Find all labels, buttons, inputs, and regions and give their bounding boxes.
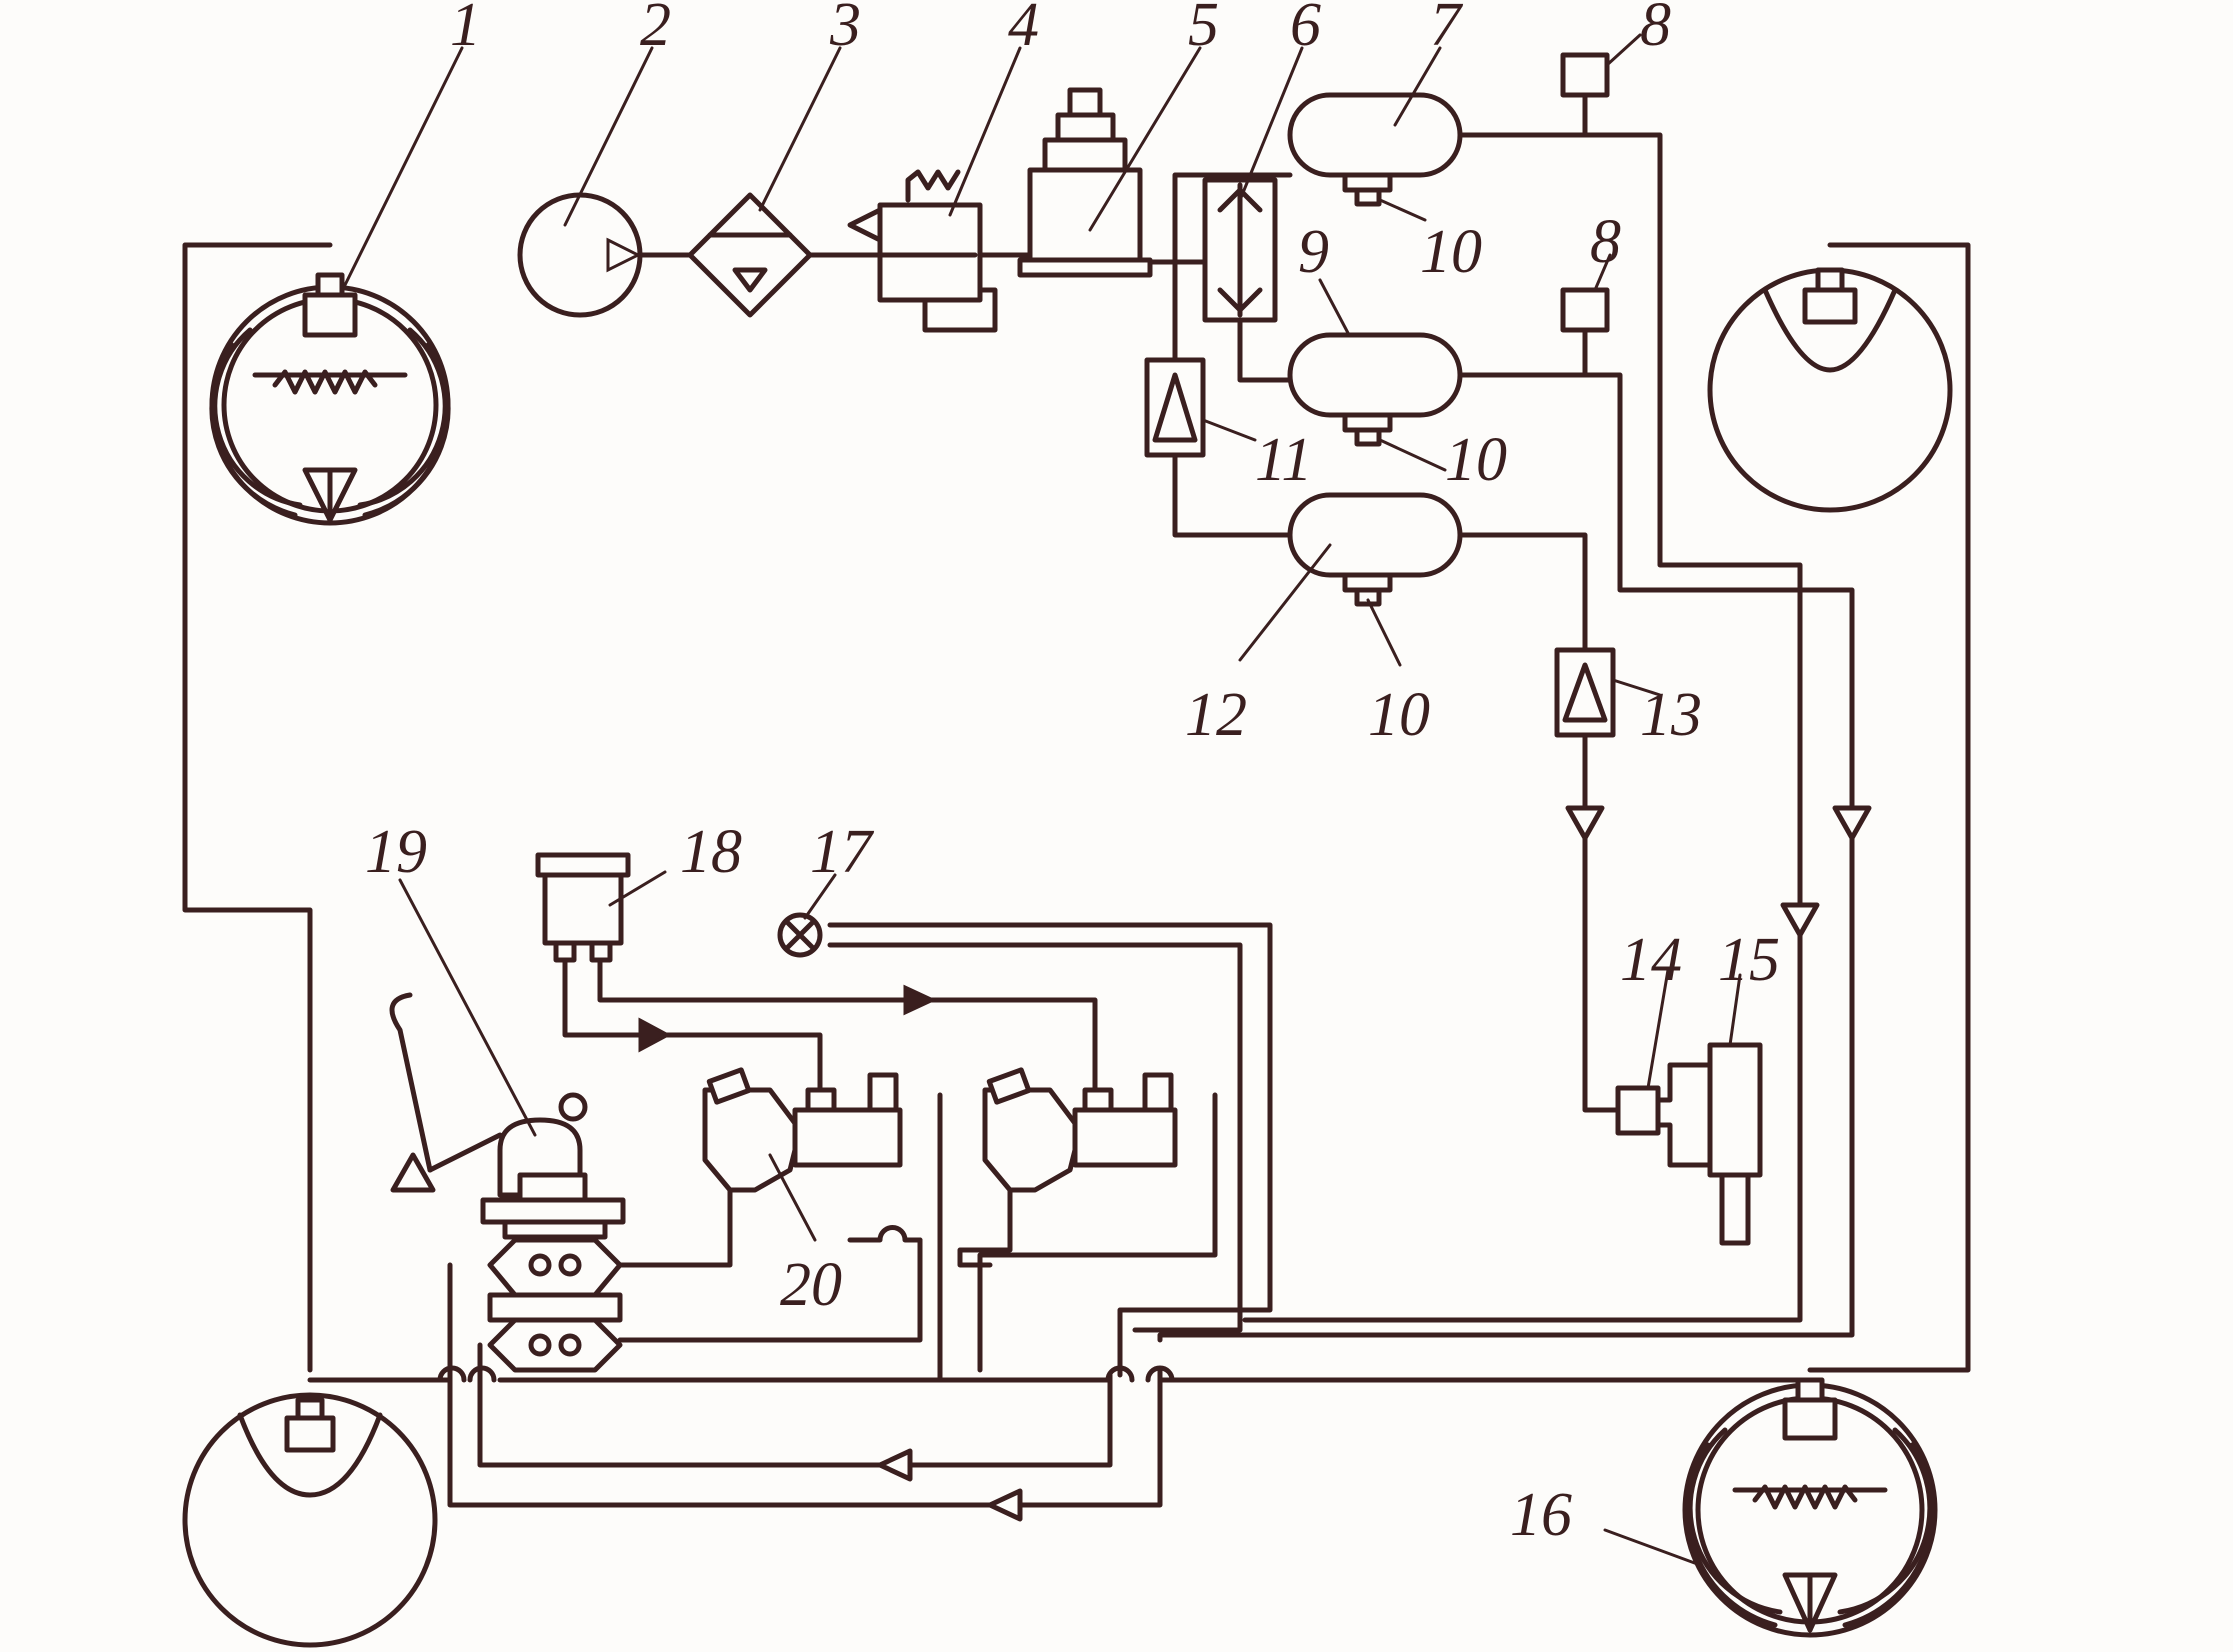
brake-rear-left [182,1392,438,1648]
label-12: 12 [1185,681,1247,749]
label-19: 19 [365,818,427,886]
label-11: 11 [1255,426,1312,494]
label-10-top: 10 [1420,218,1482,286]
protection-valve-11 [1144,357,1206,458]
label-1: 1 [450,0,481,59]
flow-arrows [638,805,1872,1522]
label-2: 2 [640,0,671,59]
pressure-gauge [535,852,631,963]
double-check-valve [1202,177,1278,323]
label-4: 4 [1008,0,1039,59]
label-15: 15 [1718,926,1780,994]
label-20: 20 [780,1251,842,1319]
brake-booster-left [702,1067,903,1193]
label-6: 6 [1290,0,1321,59]
check-valve-13 [1554,647,1616,738]
label-10-middle: 10 [1445,426,1507,494]
air-filter [687,192,813,318]
label-8-top: 8 [1640,0,1671,59]
part-labels: 1 2 3 4 5 6 7 8 10 9 8 11 10 12 10 13 14… [365,0,1780,1549]
brake-booster-right [982,1067,1178,1193]
reservoir-9 [1287,332,1463,447]
label-10-bottom: 10 [1368,681,1430,749]
brake-front-left [209,272,451,526]
warning-lamp [777,912,823,958]
air-dryer [1017,87,1153,278]
label-7: 7 [1430,0,1464,59]
reservoir-7 [1287,92,1463,207]
label-18: 18 [680,818,742,886]
brake-front-right [1707,267,1953,513]
label-5: 5 [1188,0,1219,59]
piping [182,92,1971,1508]
trailer-brake-cylinder [1707,1042,1763,1246]
label-13: 13 [1640,681,1702,749]
leader-lines [343,33,1742,1567]
pressure-regulator [847,169,983,303]
brake-valve [389,992,626,1373]
label-9: 9 [1298,218,1329,286]
reservoir-12 [1287,492,1463,607]
brake-rear-right [1682,1377,1938,1638]
compressor [517,192,643,318]
label-16: 16 [1510,1481,1572,1549]
pressure-switch-top [1560,52,1610,98]
label-14: 14 [1620,926,1682,994]
trailer-coupling-valve [1615,1062,1713,1168]
label-17: 17 [810,818,875,886]
label-3: 3 [829,0,861,59]
pressure-switch-middle [1560,287,1610,333]
label-8-middle: 8 [1590,208,1621,276]
